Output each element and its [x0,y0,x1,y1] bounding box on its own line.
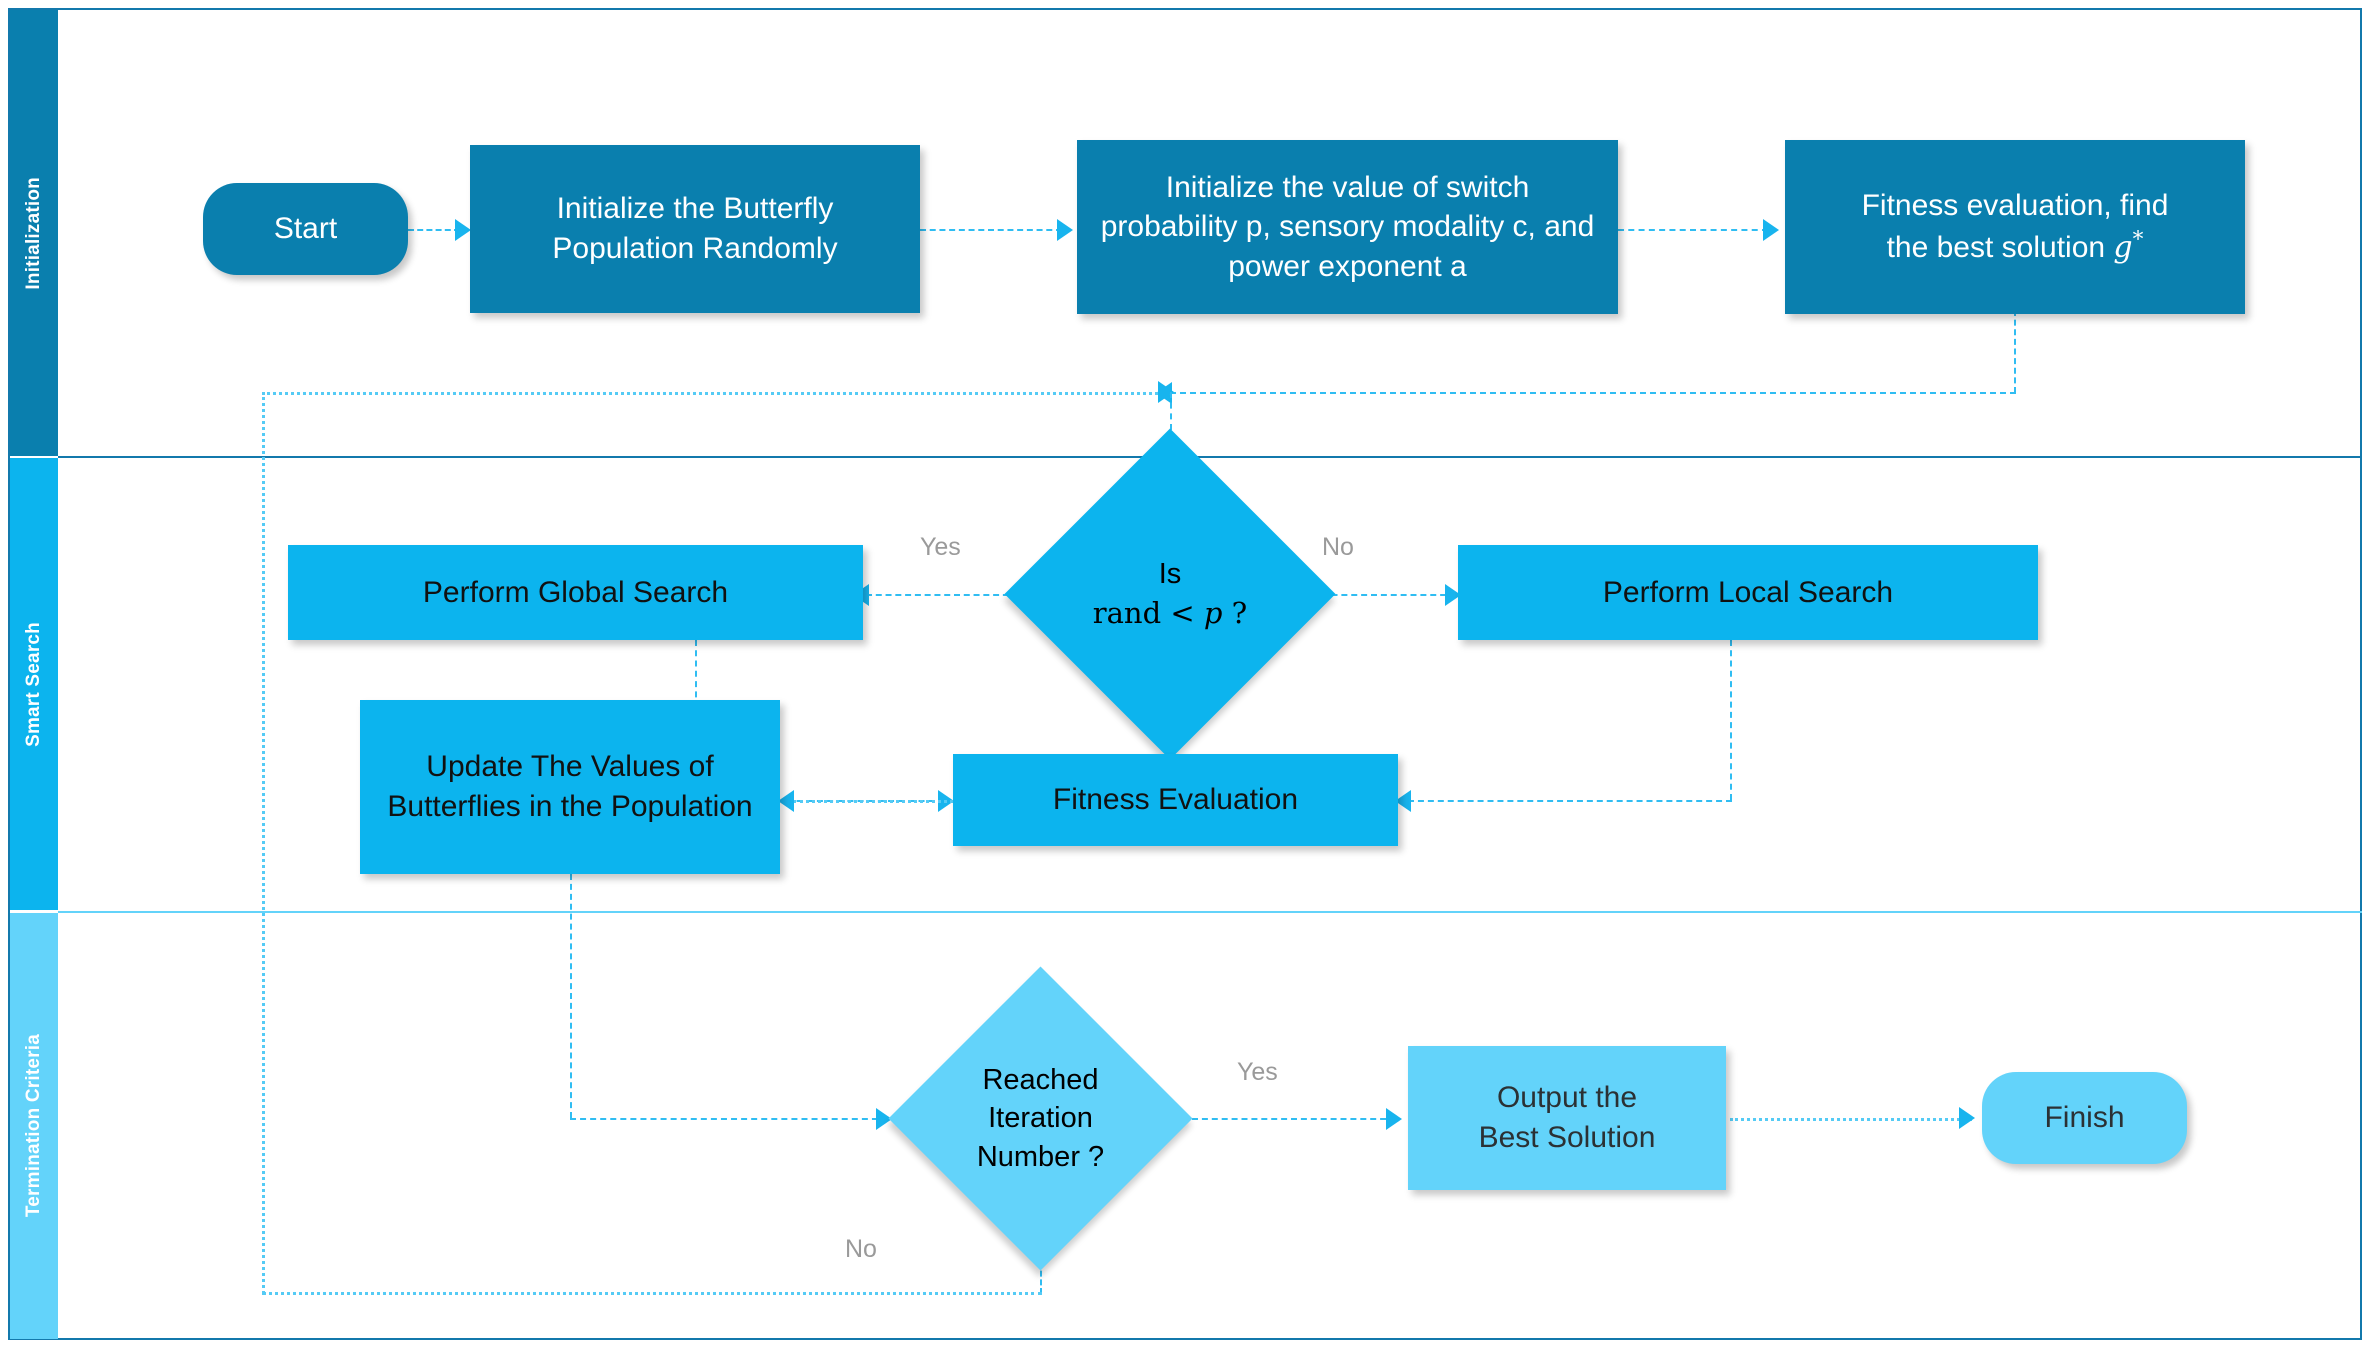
node-finish-label: Finish [2044,1101,2125,1135]
edge-decision-yes-to-global-search [866,594,1048,596]
lane-divider-1 [58,456,2362,458]
edge-label-iter-no: No [845,1235,877,1263]
edge-update-values-to-decision-iter [570,1118,888,1120]
node-fitness-eval-label: Fitness Evaluation [1052,783,1299,817]
edge-init-params-to-fitness-best [1618,229,1768,231]
node-init-population-label: Initialize the Butterfly Population Rand… [552,192,838,265]
node-global-search-label: Perform Global Search [422,575,729,609]
node-decision-rand[interactable]: Is rand < p ? [1004,428,1336,760]
lane-divider-2 [58,911,2362,913]
node-fitness-best-line2-pre: the best solution [1886,231,2114,264]
node-decision-iter-line3: Number ? [976,1140,1105,1173]
lane-label-initialization: Initialization [23,176,44,290]
node-output-best-label: Output the Best Solution [1479,1078,1656,1157]
node-decision-rand-symbol: p [1203,595,1223,630]
node-init-population[interactable]: Initialize the Butterfly Population Rand… [470,145,920,313]
node-update-values-label: Update The Values of Butterflies in the … [387,750,753,823]
node-start[interactable]: Start [203,183,408,275]
edge-label-rand-yes: Yes [920,533,961,561]
node-fitness-best-symbol: g [2113,230,2133,265]
node-init-params-label: Initialize the value of switch probabili… [1100,170,1595,283]
arrow-to-decision-iter [876,1108,892,1130]
arrow-to-local-search [1445,584,1461,606]
node-decision-iter-line1: Reached [982,1064,1099,1097]
edge-label-iter-yes: Yes [1237,1058,1278,1086]
edge-init-population-to-init-params [920,229,1062,231]
edge-fitness-eval-to-update-values [793,800,953,803]
node-fitness-best-line1: Fitness evaluation, find [1861,189,2169,223]
node-start-label: Start [273,212,338,246]
node-fitness-best[interactable]: Fitness evaluation, find the best soluti… [1785,140,2245,314]
arrow-init-params-to-fitness-best [1763,219,1779,241]
lane-label-smart-search: Smart Search [23,621,44,747]
node-decision-rand-operator: < [1161,595,1204,630]
node-fitness-best-superscript: * [2132,227,2144,252]
edge-local-search-down [1730,640,1732,800]
node-update-values[interactable]: Update The Values of Butterflies in the … [360,700,780,874]
arrow-to-finish [1959,1107,1975,1129]
edge-feedback-rail-up [262,392,265,1294]
node-finish[interactable]: Finish [1982,1072,2187,1164]
arrow-local-search-to-fitness-eval [1395,790,1411,812]
lane-label-termination: Termination Criteria [23,1034,44,1218]
arrow-init-population-to-init-params [1057,219,1073,241]
lane-initialization: Initialization [10,10,58,456]
arrow-fitness-eval-to-update-values [778,790,794,812]
lane-smart-search: Smart Search [10,458,58,910]
edge-update-values-down [570,874,572,1118]
node-local-search[interactable]: Perform Local Search [1458,545,2038,640]
node-decision-rand-question: ? [1222,595,1248,630]
node-decision-rand-label: Is rand < p ? [1053,555,1287,633]
node-decision-iter-label: Reached Iteration Number ? [933,1061,1148,1176]
edge-decision-iter-yes [1192,1118,1396,1120]
edge-into-decision-rand [1170,392,1172,462]
node-output-best-line1: Output the [1496,1081,1638,1115]
node-fitness-eval[interactable]: Fitness Evaluation [953,754,1398,846]
node-init-params[interactable]: Initialize the value of switch probabili… [1077,140,1618,314]
edge-decision-iter-no-left [262,1292,1042,1295]
node-decision-iter[interactable]: Reached Iteration Number ? [888,966,1193,1271]
lane-termination: Termination Criteria [10,913,58,1339]
edge-local-search-to-fitness-eval [1408,800,1732,802]
node-decision-rand-rand: rand [1092,595,1162,630]
node-local-search-label: Perform Local Search [1602,575,1894,609]
node-output-best[interactable]: Output the Best Solution [1408,1046,1726,1190]
node-fitness-best-label: Fitness evaluation, find the best soluti… [1862,186,2169,267]
arrow-to-output-best [1386,1108,1402,1130]
edge-decision-iter-no-down [1040,1262,1042,1294]
edge-output-best-to-finish [1730,1118,1972,1121]
arrow-start-to-init-population [455,219,471,241]
edge-feedback-top [262,392,1170,395]
edge-start-to-init-population [408,229,460,231]
swimlane-frame [8,8,2362,1340]
node-global-search[interactable]: Perform Global Search [288,545,863,640]
node-output-best-line2: Best Solution [1478,1121,1656,1154]
edge-decision-no-to-local-search [1292,594,1456,596]
edge-fitness-best-down [2014,310,2016,393]
node-decision-iter-line2: Iteration [988,1102,1093,1135]
edge-label-rand-no: No [1322,533,1354,561]
edge-fitness-best-left [1170,392,2016,394]
node-decision-rand-line1: Is [1158,558,1182,591]
